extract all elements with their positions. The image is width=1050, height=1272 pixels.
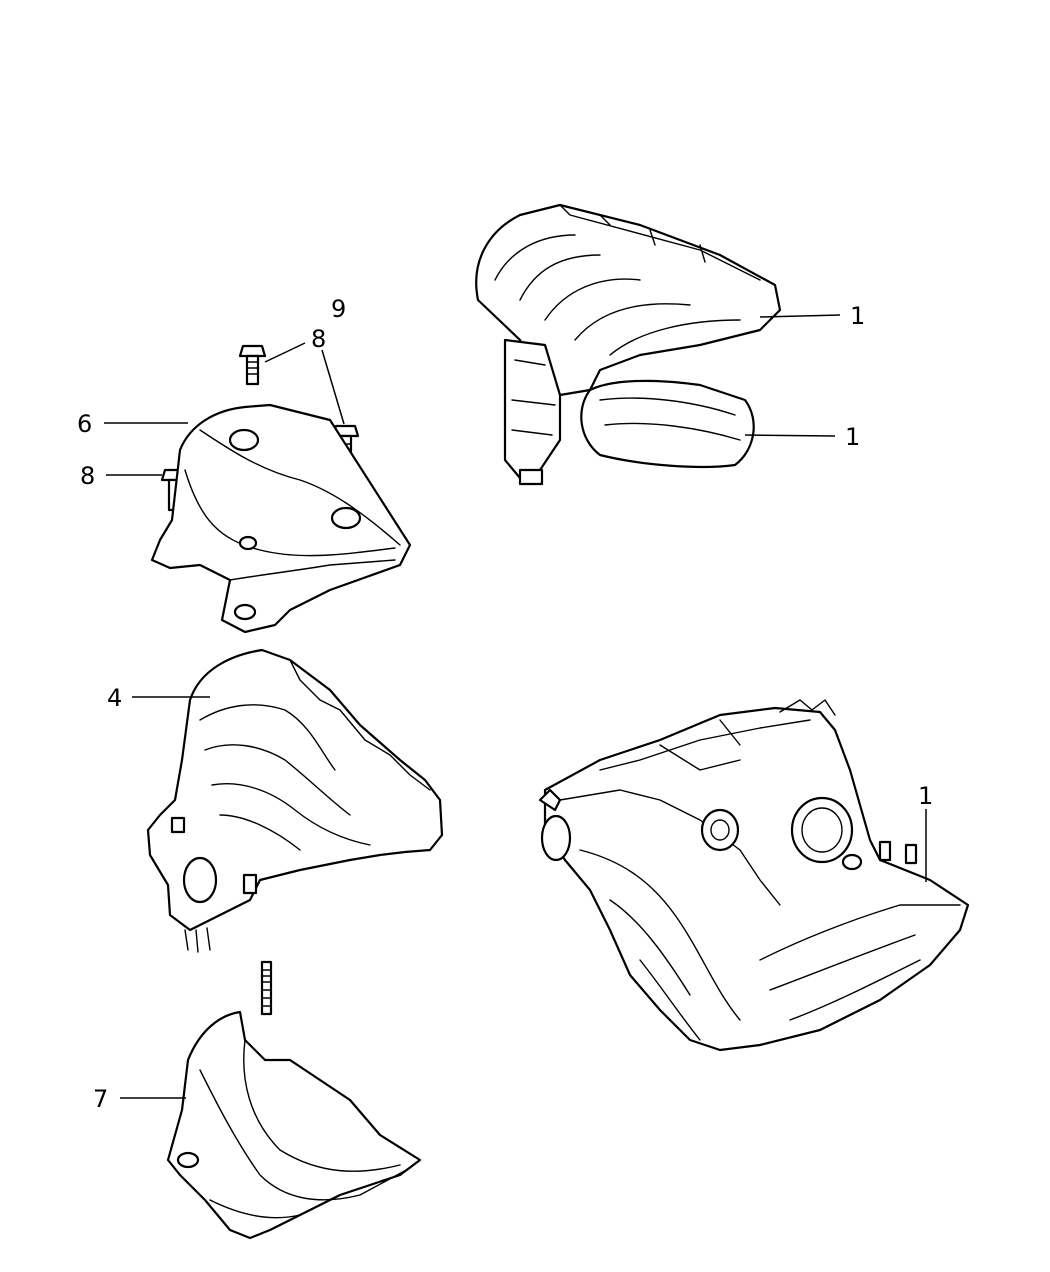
leader-8-top-a — [264, 342, 306, 363]
stud — [260, 960, 273, 1016]
manifold-assembly-top — [475, 203, 782, 486]
leader-1-mid — [744, 434, 836, 437]
exhaust-manifold — [146, 648, 444, 953]
leader-8-top-b — [321, 349, 345, 425]
callout-8-left: 8 — [80, 462, 95, 490]
leader-1-top — [759, 314, 841, 318]
callout-1-top: 1 — [850, 302, 865, 330]
heat-shield-upper — [150, 403, 412, 634]
bolt-top-left — [238, 344, 267, 386]
callout-8-top: 8 — [311, 325, 326, 353]
heat-shield-lower — [166, 1010, 422, 1240]
callout-7: 7 — [93, 1085, 108, 1113]
intake-manifold — [538, 699, 970, 1052]
callout-9: 9 — [331, 295, 346, 323]
callout-1-bottom: 1 — [918, 782, 933, 810]
callout-6: 6 — [77, 410, 92, 438]
callout-4: 4 — [107, 684, 122, 712]
callout-1-mid: 1 — [845, 423, 860, 451]
